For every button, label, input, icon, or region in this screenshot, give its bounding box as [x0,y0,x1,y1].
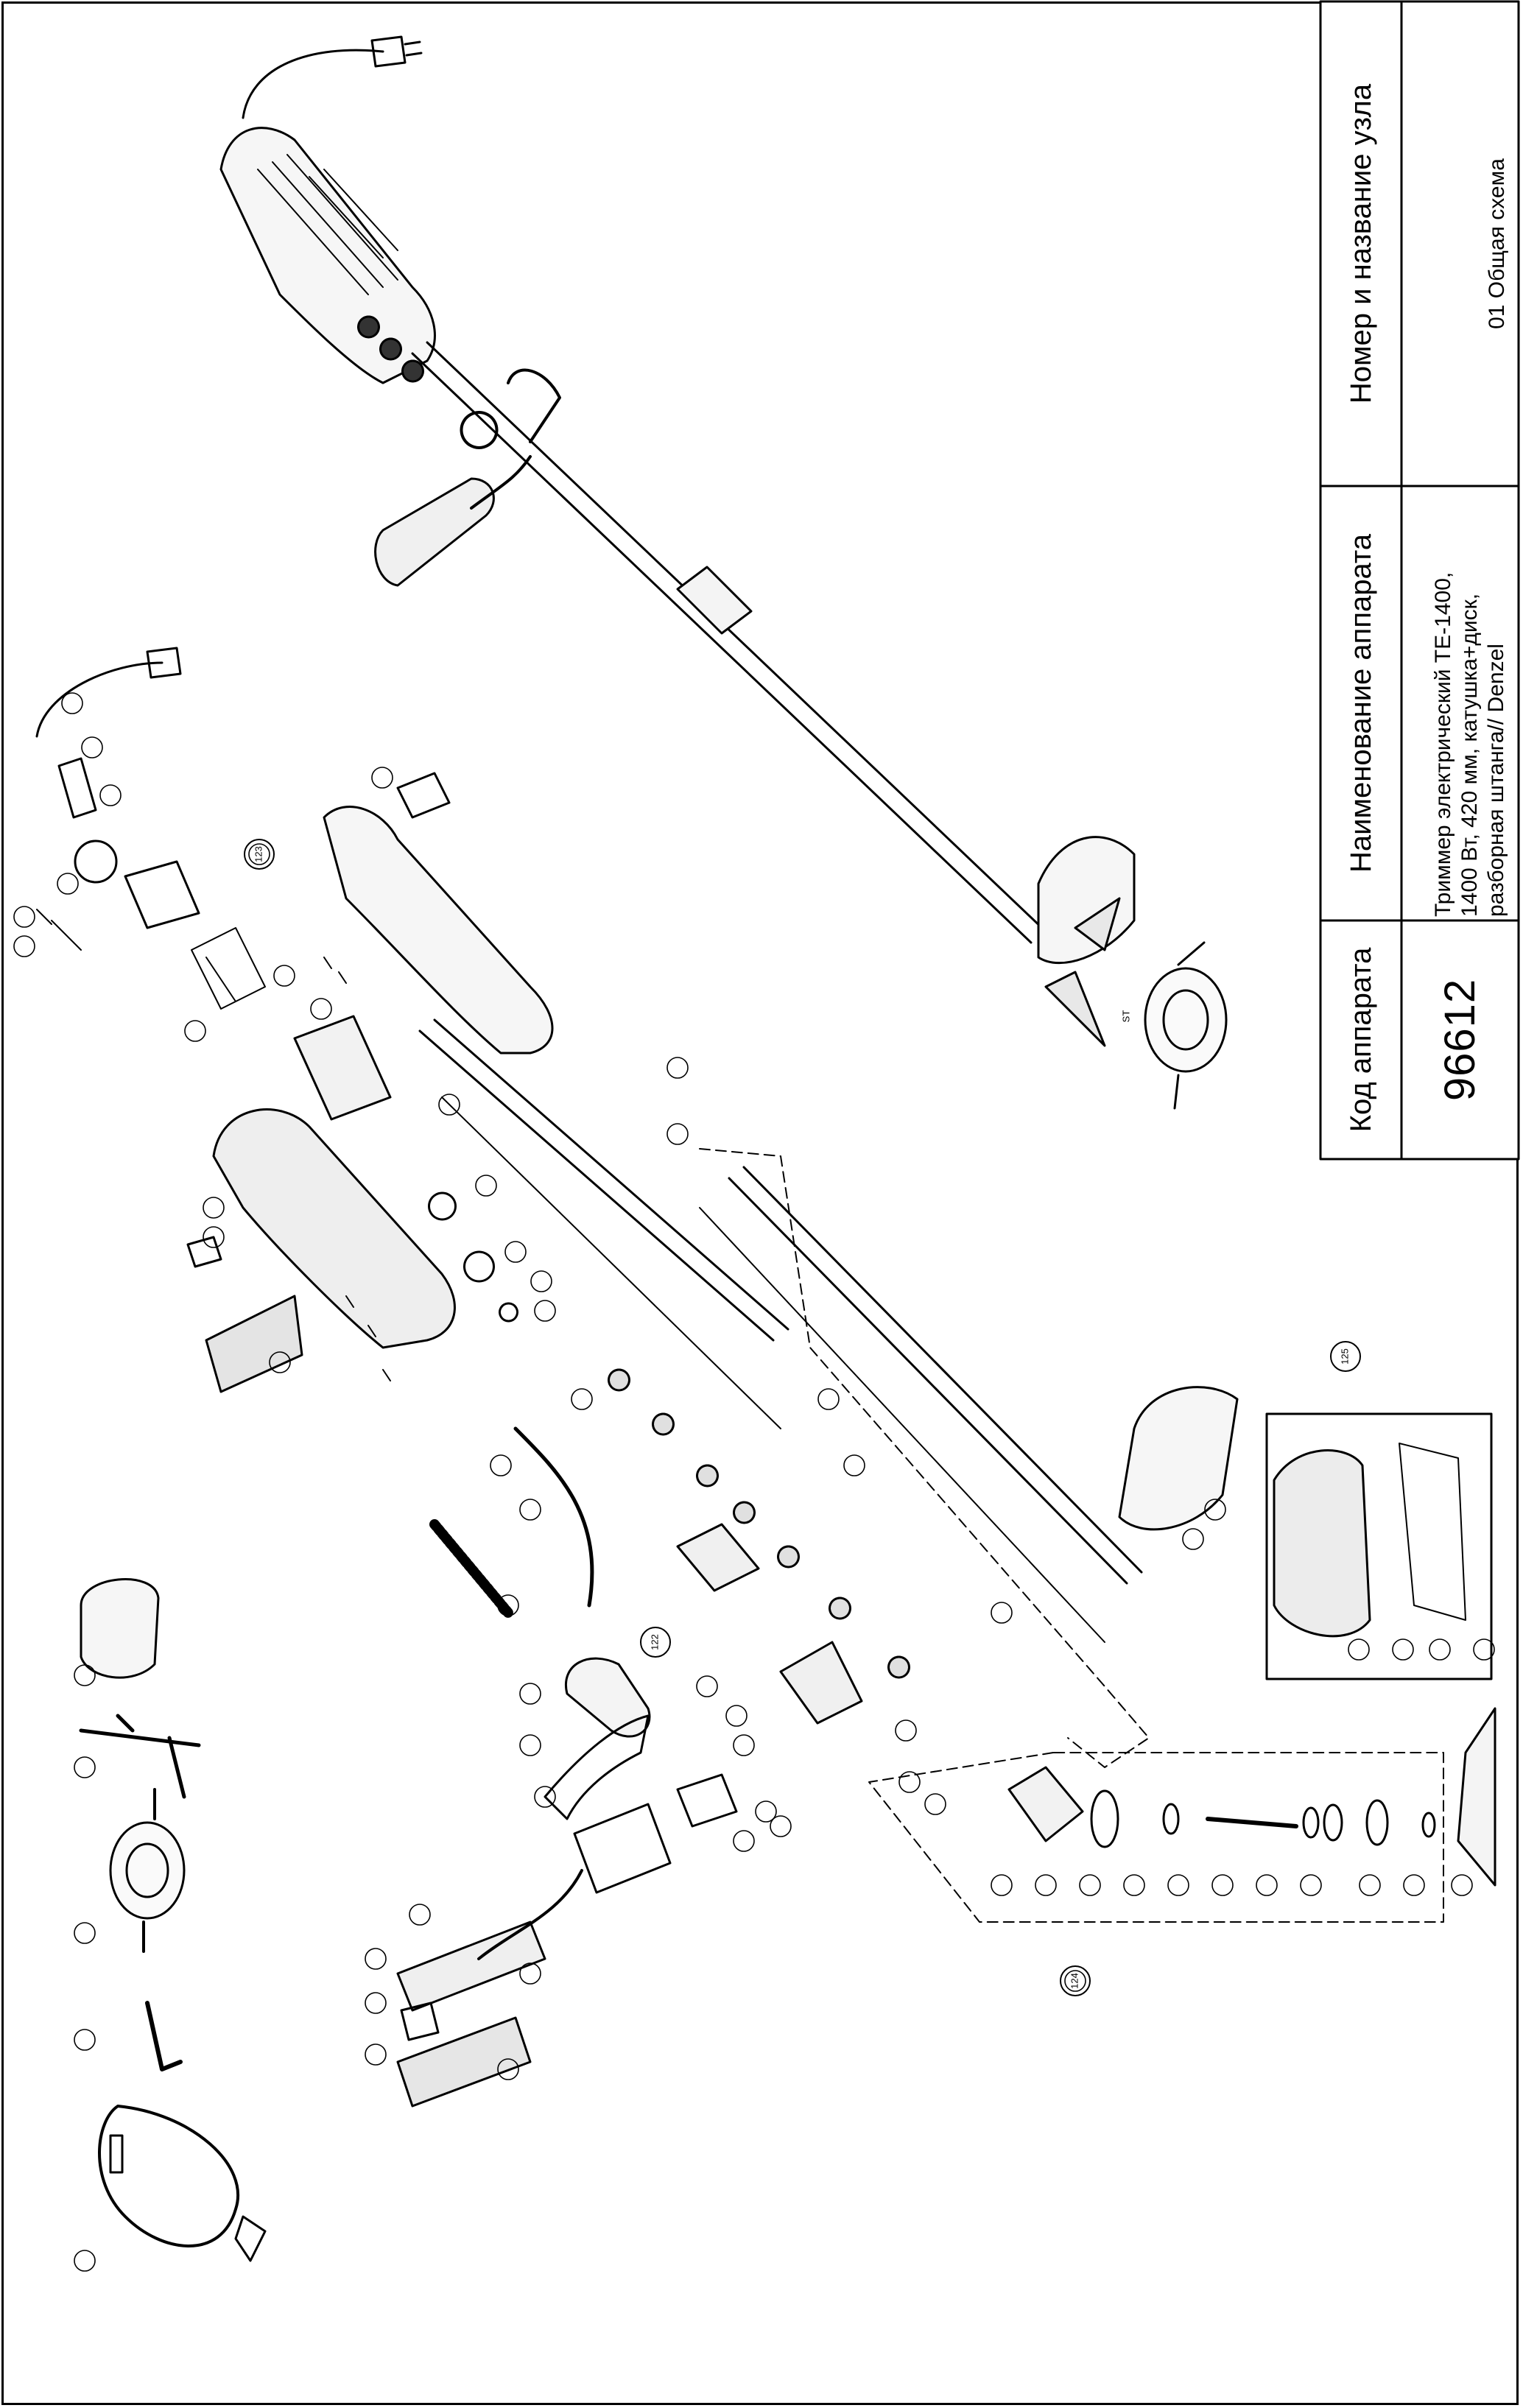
trimmer-head-spare [109,1821,186,1920]
cord-sleeve [57,757,97,819]
motor-rotor [191,927,266,1010]
side-grip [374,477,495,587]
exploded-motor-section [35,647,554,1393]
name-header: Наименование аппарата [1345,534,1377,873]
flange [1090,1789,1119,1848]
handle-clamp-assembly [573,1773,738,1894]
callout-labels: 123 125 122 124 ST [244,839,1361,1996]
unit-header: Номер и название узла [1345,83,1377,404]
cord-exploded [35,647,182,738]
nut [1421,1812,1436,1838]
rear-handle-top [396,1921,546,2012]
screws-group [36,909,391,1381]
trimmer-head-spare-inner [125,1842,169,1898]
guard-marking: ST [1120,1010,1131,1023]
blade-part [1457,1707,1496,1887]
spring [429,1519,513,1618]
code-value: 96612 [1436,978,1484,1102]
gearbox-housing [1007,1766,1084,1842]
accessories-section [79,1578,267,2262]
washer-1 [1162,1803,1180,1835]
guard-detail-box [1265,1412,1493,1680]
clamp [676,1523,760,1592]
guard-detail [1273,1449,1371,1638]
bushing-row [608,1368,910,1679]
strap-buckle [109,2134,267,2262]
shaft-coupling [676,566,753,635]
housing-vents [257,154,398,295]
trimmer-line [1173,941,1206,1110]
shoulder-strap [98,2105,240,2247]
callout-124: 124 [1069,1973,1080,1989]
cup [1365,1799,1389,1846]
fan-wheel [74,839,118,884]
shaft-tube-lower [728,1166,1143,1585]
code-header: Код аппарата [1345,947,1377,1133]
trimmer-head-inner [1162,989,1209,1051]
front-handle [460,368,561,449]
drive-shaft-2 [699,1207,1105,1643]
drive-shaft [441,1096,781,1429]
washer-3 [1323,1803,1343,1842]
rear-handle-bottom [396,2016,532,2108]
dashed-assembly-outline [699,1148,1150,1768]
handle-grip [565,1657,651,1738]
exploded-gearbox-section [868,1386,1496,1923]
handle-arm [477,1869,583,1960]
cover-plate [396,772,451,819]
housing-half-right [323,806,554,1055]
guard-exploded [1118,1386,1239,1531]
hex-key [145,2001,183,2071]
exploded-shaft-section [418,1018,1150,1768]
callout-123: 123 [253,846,264,862]
handle-bracket [779,1641,863,1725]
housing-half-left [212,1108,456,1349]
gearbox-dashed-outline [868,1752,1444,1923]
power-cord [242,49,384,119]
exploded-handle-section [396,1641,863,2108]
assembled-trimmer [219,35,1228,1110]
flex-shaft [513,1426,594,1608]
spare-line [142,1788,156,1953]
shaft-tube-upper [418,1018,789,1342]
power-plug [370,35,423,68]
motor-stator [293,1015,392,1121]
trigger-cover [205,1295,303,1393]
unit-value: 01 Общая схема [1485,158,1509,329]
cutting-blade [1044,897,1121,1047]
spindle [1206,1817,1298,1828]
side-grip-arm [470,455,532,510]
housing-label [186,1236,222,1268]
washer-2 [1302,1806,1320,1839]
handle-bar [544,1714,650,1820]
callout-125: 125 [1339,1348,1350,1365]
spool-cover [80,1578,160,1679]
motor-bracket [124,860,200,929]
trimmer-head [1144,967,1228,1073]
switch-block [400,2002,440,2041]
guard-blade-trim [1399,1443,1466,1621]
callout-circles [13,692,1495,2272]
gear-set [428,1191,518,1323]
callout-122: 122 [649,1634,660,1650]
spanner [79,1714,201,1799]
housing-knobs [357,315,424,383]
name-value: Триммер электрический TE-1400, 1400 Вт, … [1431,571,1508,917]
main-shaft [411,341,1047,944]
motor-housing [219,127,436,384]
title-block-grid [1319,0,1520,1161]
